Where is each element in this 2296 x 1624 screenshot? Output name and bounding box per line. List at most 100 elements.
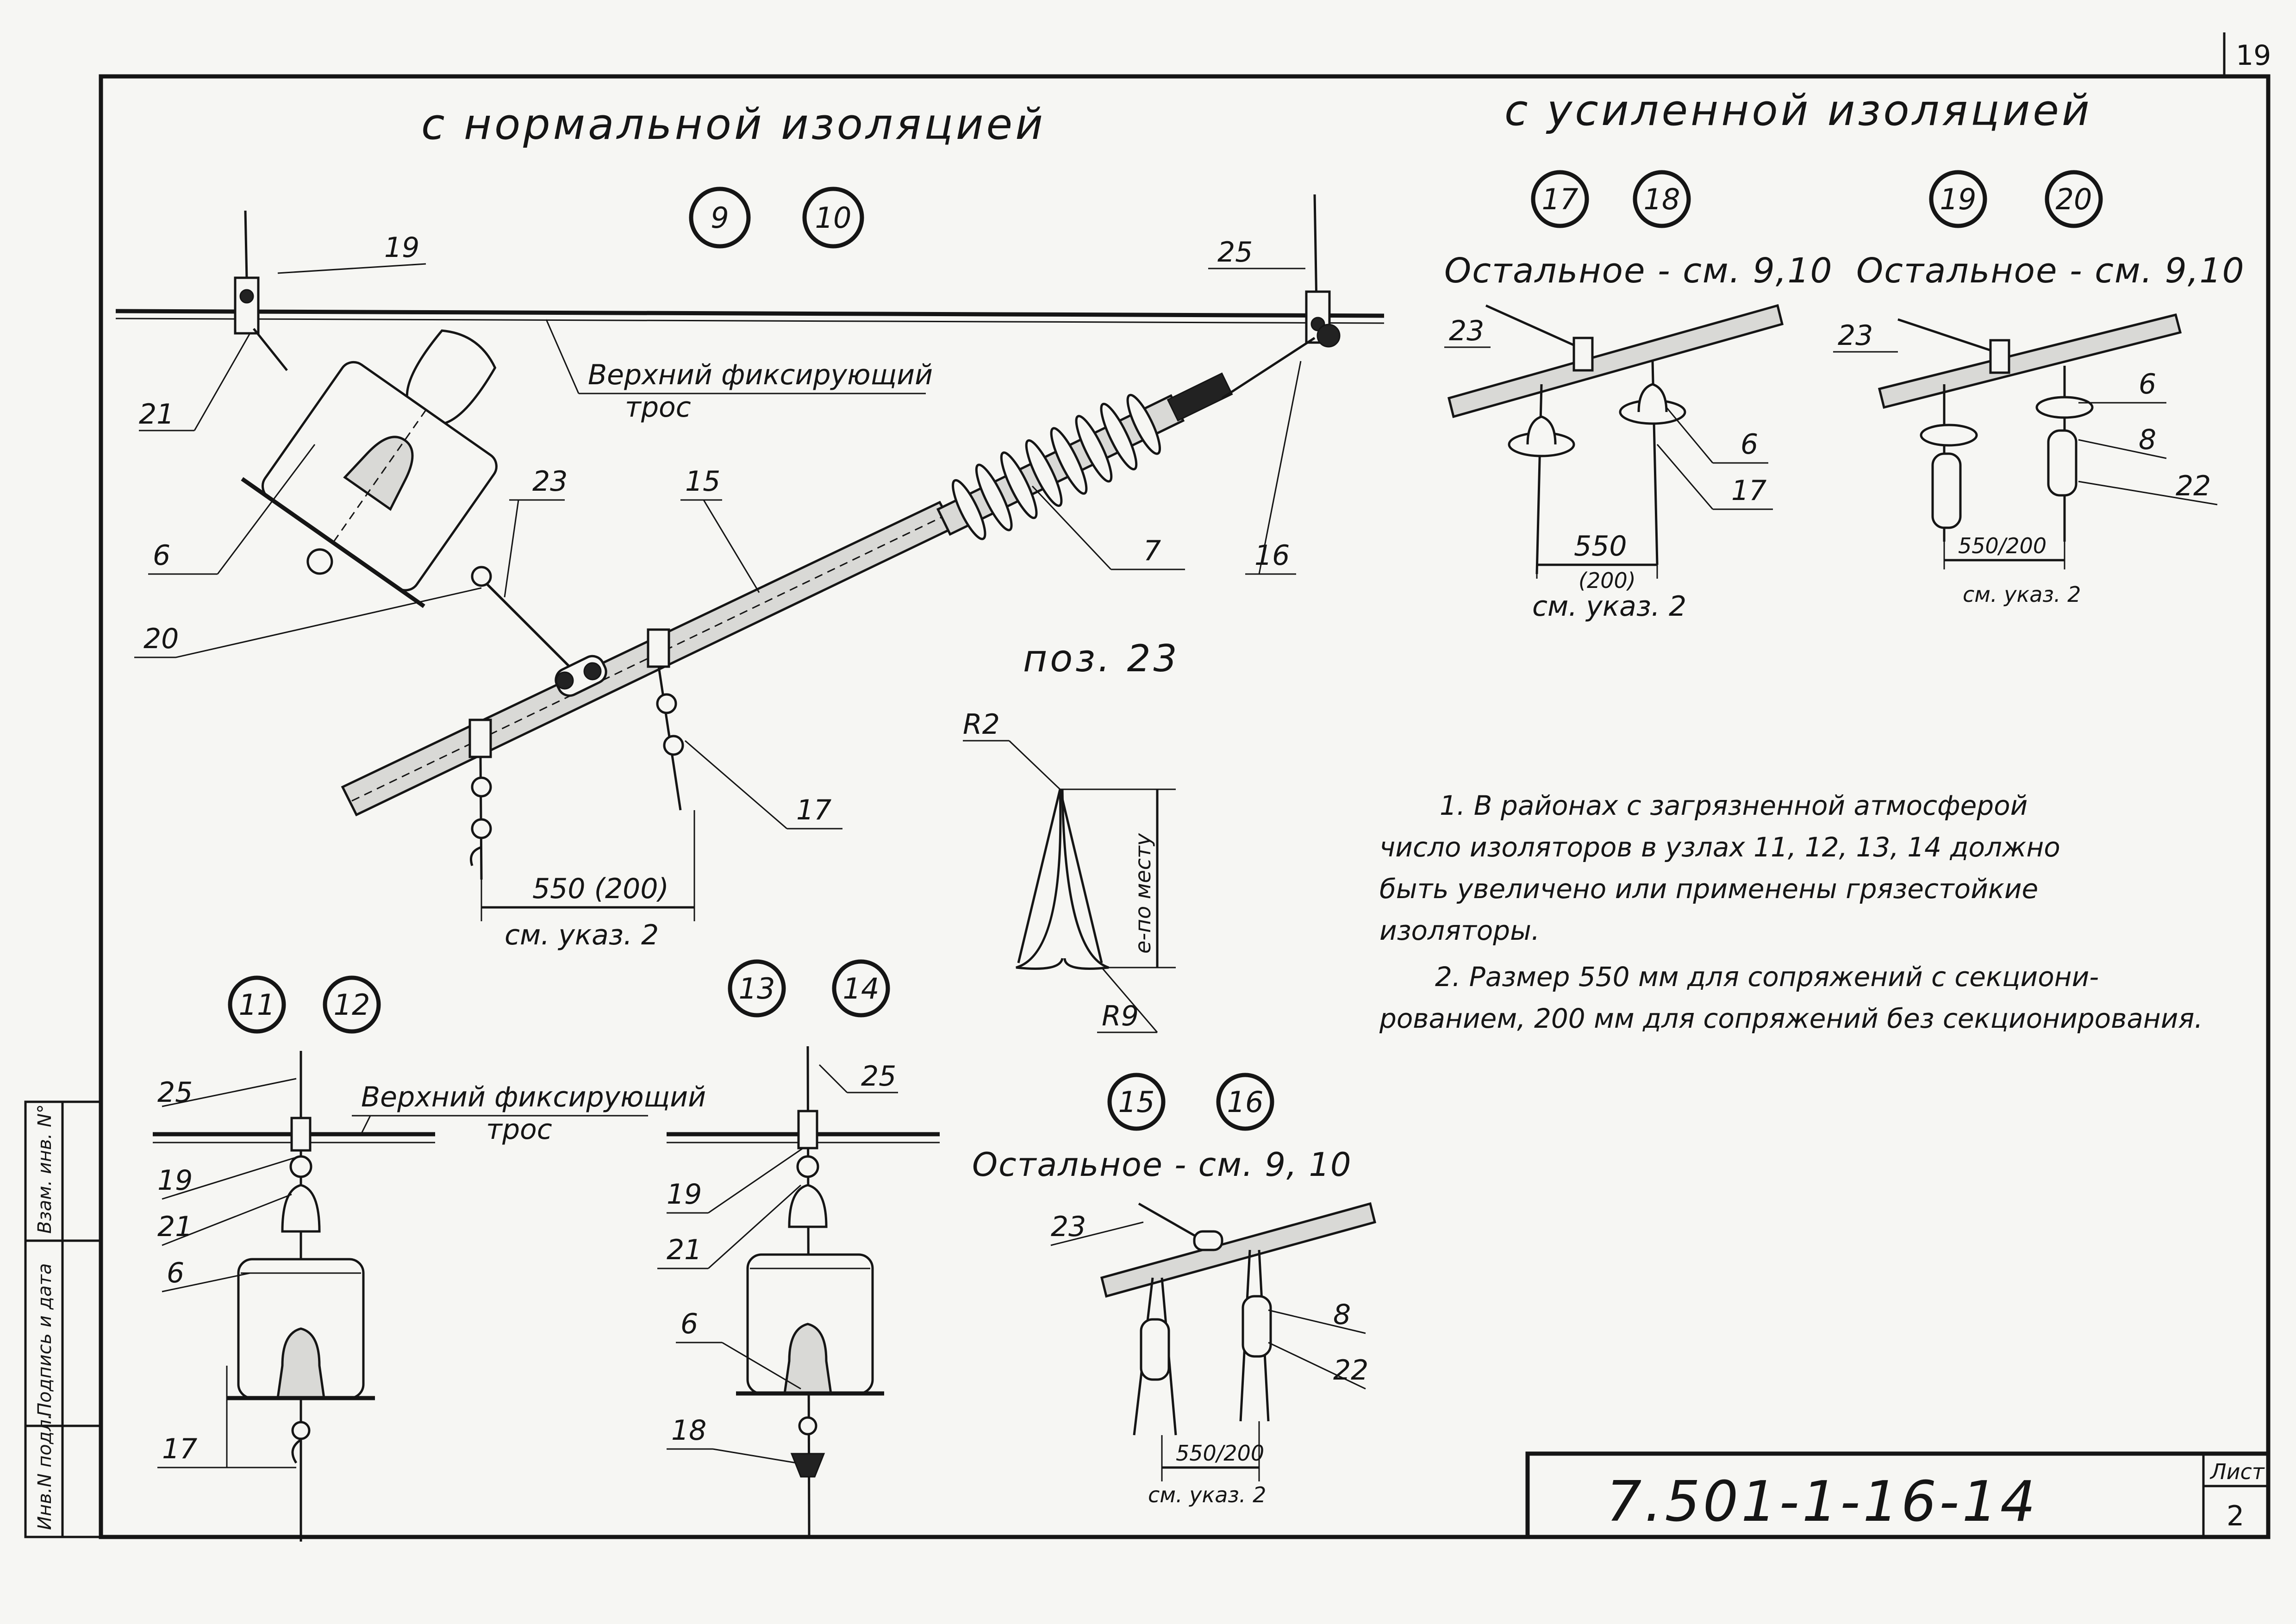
main-dimension-ref: см. указ. 2 bbox=[505, 919, 659, 951]
v15-dim-ref: см. указ. 2 bbox=[1148, 1482, 1266, 1507]
v11-cable-label-line2: трос bbox=[486, 1113, 552, 1146]
v17-dim-ref: см. указ. 2 bbox=[1532, 590, 1686, 623]
variant-circle-9 bbox=[689, 187, 751, 249]
pos-23-main: 23 bbox=[532, 465, 568, 498]
variant-circle-20-label: 20 bbox=[2056, 182, 2092, 216]
note-line-5: 2. Размер 550 мм для сопряжений с секцио… bbox=[1435, 961, 2099, 993]
variant-circle-10 bbox=[802, 187, 864, 249]
drawing-frame bbox=[99, 74, 2271, 1539]
note-line-4: изоляторы. bbox=[1379, 915, 1540, 946]
variant-circle-16 bbox=[1216, 1073, 1274, 1131]
pos-22-v19: 22 bbox=[2176, 470, 2211, 502]
variant-13-14: 13 14 25 19 21 6 18 bbox=[657, 959, 940, 1537]
side-stamp: Инв.N подл. Подпись и дата Взам. инв. N° bbox=[24, 1100, 102, 1538]
page-number: 19 bbox=[2236, 39, 2271, 72]
upper-cable-label-line2: трос bbox=[625, 391, 691, 424]
v17-dim-alt: (200) bbox=[1578, 568, 1636, 593]
pos-7-main: 7 bbox=[1143, 535, 1161, 567]
variant-circle-19-label: 19 bbox=[1940, 182, 1977, 216]
pos-19-main: 19 bbox=[384, 231, 419, 264]
pos-23-v15: 23 bbox=[1051, 1211, 1086, 1243]
pos-19-v13: 19 bbox=[667, 1178, 702, 1211]
detail-pos-23-title: поз. 23 bbox=[1023, 637, 1179, 680]
pos-6-main: 6 bbox=[153, 539, 170, 572]
side-stamp-signature: Подпись и дата bbox=[34, 1263, 56, 1417]
v19-dim-ref: см. указ. 2 bbox=[1963, 582, 2081, 607]
sheet-number: 2 bbox=[2227, 1500, 2244, 1532]
variant-circle-10-label: 10 bbox=[815, 201, 852, 235]
variant-circle-13 bbox=[728, 959, 786, 1018]
pos-19-v11: 19 bbox=[157, 1164, 193, 1197]
pos-21-main: 21 bbox=[139, 398, 174, 431]
pos-25-v11: 25 bbox=[157, 1076, 193, 1109]
variant-circle-15-label: 15 bbox=[1118, 1085, 1155, 1119]
note-line-6: рованием, 200 мм для сопряжений без секц… bbox=[1379, 1003, 2203, 1034]
dropper-left bbox=[468, 718, 492, 880]
pos-20-main: 20 bbox=[144, 623, 179, 655]
variant-circle-14-label: 14 bbox=[843, 972, 880, 1006]
variant-circle-19 bbox=[1929, 170, 1987, 228]
sheet-label: Лист bbox=[2209, 1459, 2265, 1484]
notes-block: 1. В районах с загрязненной атмосферой ч… bbox=[1379, 790, 2203, 1034]
v15-dim-value: 550/200 bbox=[1176, 1441, 1264, 1466]
note-line-3: быть увеличено или применены грязестойки… bbox=[1379, 873, 2038, 905]
pos-6-v17: 6 bbox=[1741, 428, 1758, 461]
variant-17-18: 17 18 Остальное - см. 9,10 550 (200) см.… bbox=[1444, 170, 1833, 623]
dropper-right bbox=[647, 628, 684, 811]
pos-22-v15: 22 bbox=[1333, 1354, 1368, 1387]
pos-17-main: 17 bbox=[796, 794, 831, 826]
pos-8-v19: 8 bbox=[2139, 424, 2156, 456]
insulator-skirt-tilted bbox=[241, 329, 498, 608]
variant-circle-14 bbox=[832, 959, 890, 1018]
detail-r9: R9 bbox=[1102, 1000, 1139, 1032]
v11-cable-label-line1: Верхний фиксирующий bbox=[361, 1081, 706, 1113]
main-dimension-value: 550 (200) bbox=[532, 873, 669, 905]
variant-19-20: 19 20 Остальное - см. 9,10 550/200 см. у… bbox=[1833, 170, 2245, 607]
title-block: 7.501-1-16-14 Лист 2 bbox=[1525, 1451, 2271, 1539]
variant-circle-11-label: 11 bbox=[239, 988, 275, 1022]
pos-17-v11: 17 bbox=[162, 1433, 197, 1465]
pos-25-main: 25 bbox=[1217, 236, 1253, 269]
pos-23-v19: 23 bbox=[1838, 319, 1873, 352]
variant-circle-18 bbox=[1633, 170, 1691, 228]
variant-circle-20 bbox=[2045, 170, 2103, 228]
drawing-code: 7.501-1-16-14 bbox=[1606, 1470, 2038, 1534]
pos-23-v17: 23 bbox=[1449, 315, 1484, 347]
variant-circle-15 bbox=[1107, 1073, 1166, 1131]
variant-circle-9-label: 9 bbox=[711, 201, 729, 235]
side-stamp-replaced: Взам. инв. N° bbox=[34, 1104, 56, 1234]
variant-15-16: 15 16 Остальное - см. 9, 10 550/200 см. … bbox=[972, 1073, 1377, 1507]
rest-see-19-20: Остальное - см. 9,10 bbox=[1856, 251, 2245, 291]
variant-circle-17-label: 17 bbox=[1542, 182, 1578, 216]
v19-dim-value: 550/200 bbox=[1958, 533, 2046, 558]
heading-reinforced-insulation: с усиленной изоляцией bbox=[1504, 86, 2092, 135]
main-assembly: 9 10 bbox=[115, 187, 1385, 951]
heading-normal-insulation: с нормальной изоляцией bbox=[421, 100, 1046, 149]
upper-cable-label-line1: Верхний фиксирующий bbox=[588, 359, 933, 391]
detail-length-label: е-по месту bbox=[1130, 833, 1155, 954]
pos-8-v15: 8 bbox=[1333, 1299, 1351, 1331]
pos-15-main: 15 bbox=[685, 465, 720, 498]
pos-21-v11: 21 bbox=[157, 1211, 193, 1243]
pos-6-v13: 6 bbox=[680, 1308, 698, 1340]
detail-pos-23: поз. 23 е-по месту R2 R9 bbox=[963, 637, 1179, 1033]
rest-see-17-18: Остальное - см. 9,10 bbox=[1444, 251, 1833, 291]
variant-11-12: 11 12 Верхний фиксирующий трос 25 19 21 … bbox=[153, 975, 706, 1542]
variant-circle-16-label: 16 bbox=[1227, 1085, 1264, 1119]
detail-r2: R2 bbox=[963, 708, 1000, 741]
note-line-2: число изоляторов в узлах 11, 12, 13, 14 … bbox=[1379, 831, 2060, 863]
pos-6-v11: 6 bbox=[167, 1257, 184, 1289]
variant-circle-13-label: 13 bbox=[739, 972, 775, 1006]
pos-25-v13: 25 bbox=[861, 1060, 896, 1093]
pos-6-v19: 6 bbox=[2139, 368, 2156, 400]
upper-fixing-cable bbox=[115, 309, 1385, 318]
variant-circle-12-label: 12 bbox=[334, 988, 370, 1022]
side-stamp-inv: Инв.N подл. bbox=[34, 1413, 56, 1530]
pos-18-v13: 18 bbox=[671, 1414, 706, 1447]
pos-17-v17: 17 bbox=[1731, 475, 1766, 507]
rest-see-15-16: Остальное - см. 9, 10 bbox=[972, 1146, 1352, 1184]
note-line-1: 1. В районах с загрязненной атмосферой bbox=[1440, 790, 2028, 821]
pos-21-v13: 21 bbox=[667, 1234, 702, 1266]
variant-circle-17 bbox=[1531, 170, 1589, 228]
